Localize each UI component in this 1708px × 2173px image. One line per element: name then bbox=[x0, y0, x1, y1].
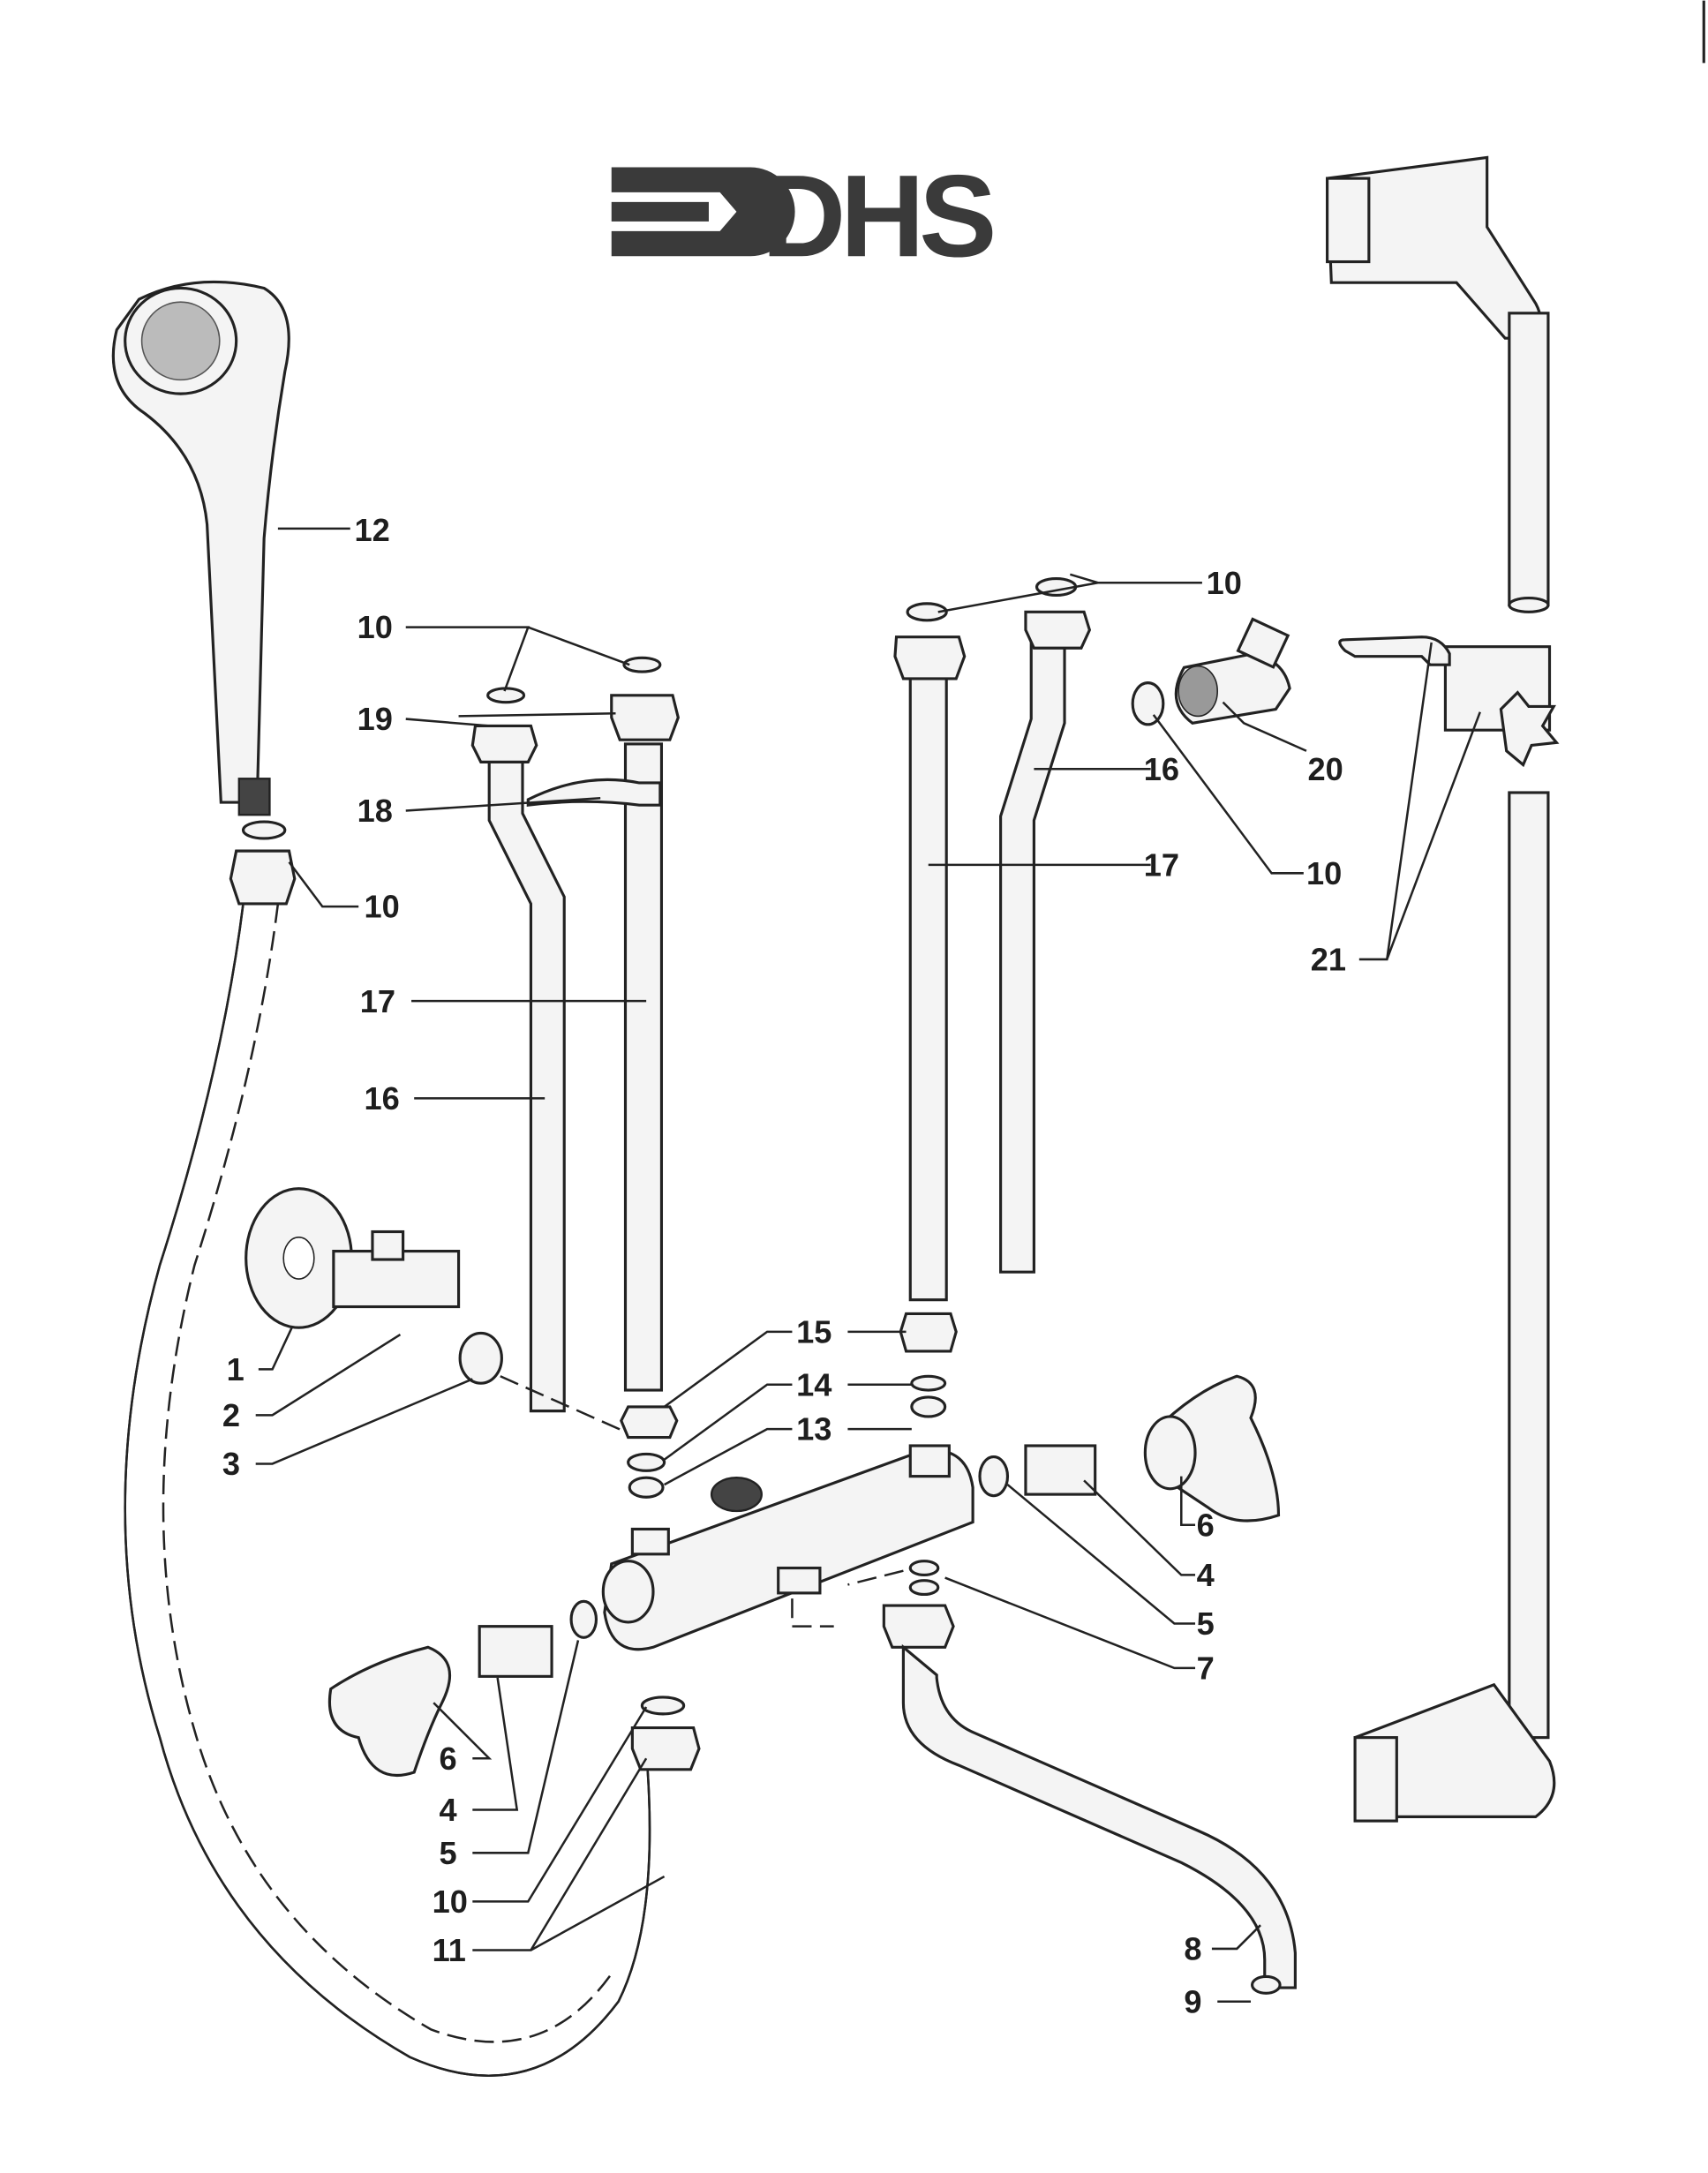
callout-10: 10 bbox=[433, 1884, 468, 1920]
callout-11: 11 bbox=[433, 1932, 466, 1968]
dhs-logo: DHS bbox=[611, 151, 999, 282]
leader-lines bbox=[255, 527, 1481, 2004]
callout-17: 17 bbox=[1144, 846, 1179, 883]
callout-10: 10 bbox=[365, 889, 400, 925]
callout-13: 13 bbox=[796, 1411, 831, 1447]
callout-6: 6 bbox=[440, 1741, 457, 1777]
bath-spout bbox=[882, 1560, 1297, 1995]
slide-rail bbox=[1325, 155, 1560, 1823]
callout-8: 8 bbox=[1184, 1931, 1201, 1967]
callout-5: 5 bbox=[1197, 1605, 1215, 1642]
callout-10: 10 bbox=[1207, 565, 1242, 601]
callout-18: 18 bbox=[357, 793, 393, 829]
middle-pipes bbox=[893, 576, 1092, 1302]
hand-shower bbox=[111, 280, 290, 816]
callout-10: 10 bbox=[1306, 855, 1342, 891]
callout-4: 4 bbox=[1197, 1557, 1215, 1593]
callout-6: 6 bbox=[1197, 1507, 1215, 1543]
callout-4: 4 bbox=[440, 1792, 457, 1828]
left-pipes bbox=[470, 656, 680, 1413]
callout-7: 7 bbox=[1197, 1650, 1215, 1687]
callout-16: 16 bbox=[365, 1080, 400, 1117]
callout-1: 1 bbox=[227, 1351, 245, 1387]
callout-labels: 12 10 19 18 10 17 16 1 2 3 15 14 13 10 1… bbox=[222, 512, 1346, 2019]
callout-19: 19 bbox=[357, 701, 393, 737]
callout-10: 10 bbox=[357, 609, 393, 645]
callout-3: 3 bbox=[222, 1446, 240, 1482]
callout-5: 5 bbox=[440, 1835, 457, 1871]
callout-9: 9 bbox=[1184, 1983, 1201, 2019]
logo-text: DHS bbox=[762, 151, 993, 282]
right-valve-handle bbox=[978, 1374, 1281, 1523]
callout-21: 21 bbox=[1311, 942, 1346, 978]
callout-17: 17 bbox=[360, 983, 395, 1019]
callout-16: 16 bbox=[1144, 751, 1179, 787]
mixer-body bbox=[601, 1312, 974, 1651]
callout-12: 12 bbox=[354, 512, 389, 548]
left-valve-handle bbox=[327, 1599, 598, 1778]
shower-hose bbox=[124, 820, 651, 2078]
wall-elbow bbox=[1131, 617, 1291, 726]
callout-14: 14 bbox=[796, 1366, 831, 1402]
callout-20: 20 bbox=[1308, 751, 1343, 787]
stop-valve bbox=[245, 1187, 627, 1433]
callout-15: 15 bbox=[796, 1313, 831, 1350]
callout-2: 2 bbox=[222, 1397, 240, 1433]
hose-connector bbox=[630, 1696, 701, 1771]
